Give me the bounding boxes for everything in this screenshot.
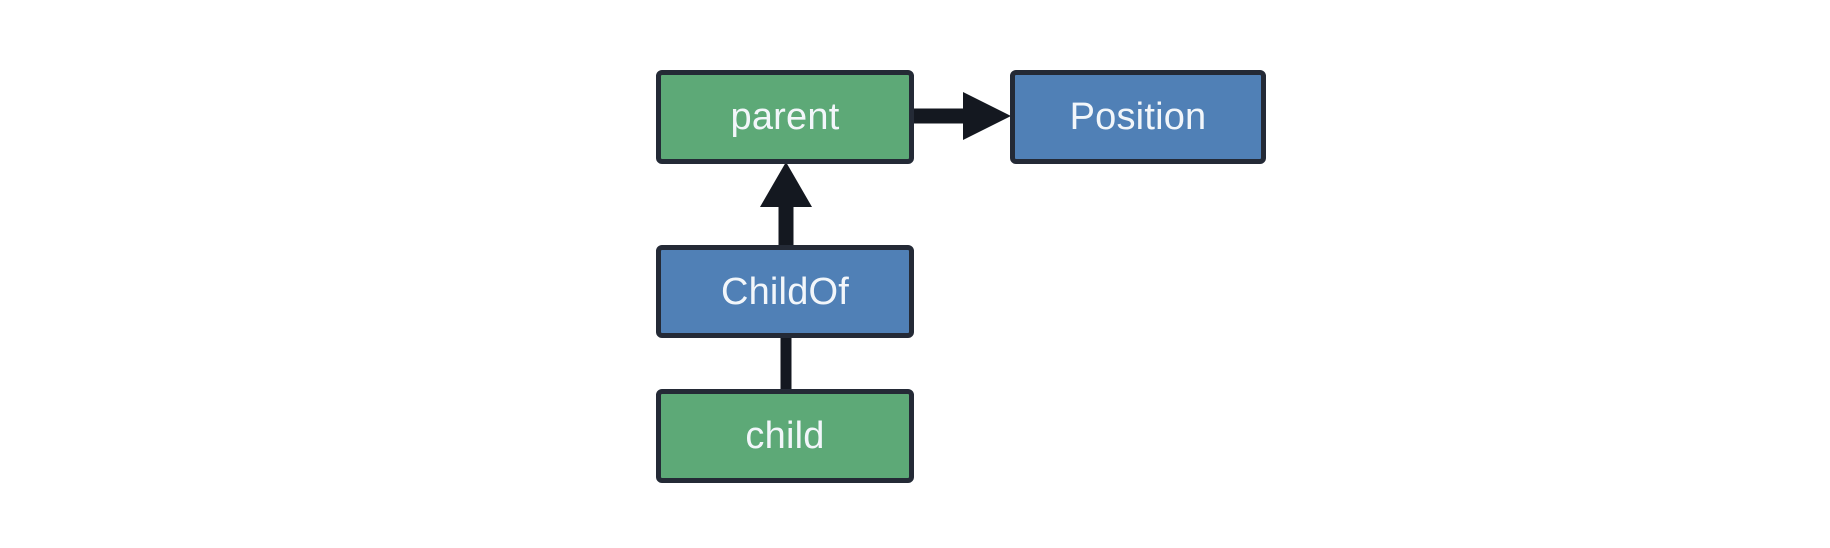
node-childof[interactable]: ChildOf — [656, 245, 914, 338]
arrowhead-up-icon — [760, 162, 812, 207]
node-child[interactable]: child — [656, 389, 914, 483]
edge-childof-to-parent — [760, 162, 812, 245]
node-position-label: Position — [1069, 96, 1207, 138]
node-child-label: child — [745, 415, 825, 457]
node-parent-label: parent — [730, 96, 840, 138]
arrowhead-right-icon — [963, 92, 1011, 140]
node-position[interactable]: Position — [1010, 70, 1266, 164]
node-childof-label: ChildOf — [720, 270, 850, 313]
node-parent[interactable]: parent — [656, 70, 914, 164]
edge-parent-to-position — [912, 92, 1011, 140]
